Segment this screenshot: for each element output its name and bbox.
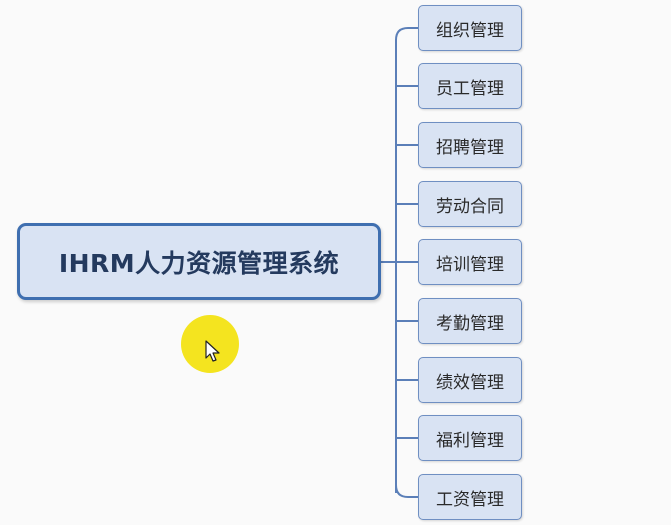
subtopic-node[interactable]: 组织管理 (418, 5, 522, 51)
subtopic-label: 招聘管理 (436, 137, 504, 158)
subtopic-node[interactable]: 培训管理 (418, 239, 522, 285)
mouse-pointer-icon (205, 340, 220, 362)
subtopic-label: 员工管理 (436, 78, 504, 99)
subtopic-label: 考勤管理 (436, 313, 504, 334)
root-topic-node[interactable]: IHRM人力资源管理系统 (17, 223, 381, 300)
subtopic-label: 培训管理 (436, 254, 504, 275)
subtopic-label: 劳动合同 (436, 196, 504, 217)
root-topic-label: IHRM人力资源管理系统 (58, 248, 340, 278)
subtopic-node[interactable]: 员工管理 (418, 63, 522, 109)
subtopic-node[interactable]: 劳动合同 (418, 181, 522, 227)
subtopic-label: 福利管理 (436, 430, 504, 451)
subtopic-label: 组织管理 (436, 20, 504, 41)
branch-line (395, 27, 418, 41)
branch-line (395, 484, 418, 498)
subtopic-node[interactable]: 考勤管理 (418, 298, 522, 344)
subtopic-node[interactable]: 绩效管理 (418, 357, 522, 403)
subtopic-label: 绩效管理 (436, 372, 504, 393)
subtopic-label: 工资管理 (436, 489, 504, 510)
subtopic-node[interactable]: 招聘管理 (418, 122, 522, 168)
subtopic-node[interactable]: 工资管理 (418, 474, 522, 520)
subtopic-node[interactable]: 福利管理 (418, 415, 522, 461)
